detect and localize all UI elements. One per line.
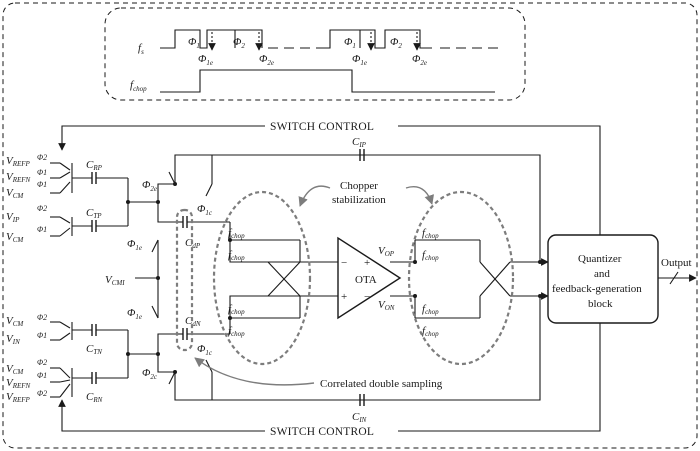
timing-diagram: fs Φ1 Φ2 Φ1 Φ2 Φ1e Φ2e Φ1e Φ2e fchop — [104, 7, 526, 101]
switch-control-top-line — [398, 125, 601, 235]
small-phase-label: Φ2 — [37, 153, 47, 162]
fchop-timing-label: fchop — [130, 79, 147, 93]
early-phase-label: Φ1e — [198, 53, 213, 67]
input-label-vrefn-bot: VREFN — [6, 377, 31, 390]
fs-label: fs — [138, 42, 144, 56]
early-phase-label: Φ1e — [352, 53, 367, 67]
input-label-vrefp-top: VREFP — [6, 155, 31, 168]
chop-label: fchop — [422, 227, 439, 240]
cds-dashed-outline — [175, 208, 194, 352]
small-phase-label: Φ1 — [37, 180, 47, 189]
phi1e-top-label: Φ1e — [127, 238, 142, 252]
top-input-labels: VREFP VREFN VCM VIP VCM — [6, 155, 31, 244]
small-phase-label: Φ2 — [37, 204, 47, 213]
phase-label: Φ1 — [188, 36, 200, 50]
cin-label: CIN — [352, 411, 367, 424]
input-label-vcm-top1: VCM — [6, 187, 24, 200]
correlated-double-sampling-label: Correlated double sampling — [320, 378, 443, 390]
ota-minus-sign-out: − — [364, 291, 370, 303]
output-bus-slash — [669, 271, 679, 285]
cdn-label: CdN — [185, 315, 201, 328]
cds-arrow — [194, 357, 315, 386]
input-switch-network-top: CRP CTP — [50, 159, 130, 237]
input-label-vcm-top2: VCM — [6, 231, 24, 244]
chopper-stabilization-label-2: stabilization — [332, 194, 386, 206]
vcmi-label: VCMI — [105, 274, 125, 287]
phase-label: Φ2 — [390, 36, 402, 50]
cdp-label: CdP — [185, 237, 201, 250]
fchop-waveform — [160, 69, 495, 93]
phase-label: Φ1 — [344, 36, 356, 50]
ctn-label: CTN — [86, 343, 102, 356]
input-chopper-dashed-outline — [212, 190, 312, 366]
output-label: Output — [661, 257, 692, 269]
fs-waveform — [160, 29, 263, 49]
chop-label: fchop — [422, 325, 439, 338]
chop-label: fchop — [228, 249, 245, 262]
phi2c-bot-label: Φ2c — [142, 367, 158, 381]
vop-label: VOP — [378, 245, 395, 258]
quantizer-line-4: block — [588, 298, 613, 310]
switch-control-bottom-line-left — [58, 399, 265, 432]
phi1c-top-label: Φ1c — [197, 203, 213, 217]
quantizer-line-2: and — [594, 268, 610, 280]
crp-label: CRP — [86, 159, 103, 172]
chop-label: fchop — [228, 303, 245, 316]
ota-minus-sign: − — [341, 257, 347, 269]
small-phase-label: Φ2 — [37, 389, 47, 398]
input-label-vin: VIN — [6, 333, 20, 346]
chop-label: fchop — [422, 249, 439, 262]
timing-dashed-box — [104, 7, 526, 101]
phi1e-bot-label: Φ1e — [127, 307, 142, 321]
input-label-vip: VIP — [6, 211, 20, 224]
switch-control-top-line-left — [58, 125, 265, 151]
ota-plus-sign: + — [341, 291, 347, 303]
chop-label: fchop — [228, 325, 245, 338]
ota-triangle — [337, 236, 402, 320]
input-chopper: fchop fchop fchop fchop — [228, 222, 338, 338]
output-chopper: fchop fchop fchop fchop — [390, 227, 542, 338]
chopper-arrow-left — [298, 185, 331, 207]
chop-label: fchop — [228, 227, 245, 240]
early-phase-label: Φ2e — [412, 53, 427, 67]
quantizer-line-3: feedback-generation — [552, 283, 642, 295]
switch-control-bottom-line — [398, 323, 601, 432]
output-chopper-dashed-outline — [407, 190, 515, 366]
small-phase-label: Φ1 — [37, 225, 47, 234]
input-label-vcm-bot2: VCM — [6, 363, 24, 376]
ctp-label: CTP — [86, 207, 102, 220]
small-phase-label: Φ2 — [37, 313, 47, 322]
input-label-vrefp-bot: VREFP — [6, 391, 31, 404]
input-switch-network-bottom: CTN CRN — [50, 321, 130, 404]
phi1c-bot-label: Φ1c — [197, 343, 213, 357]
small-phase-label: Φ2 — [37, 358, 47, 367]
switch-control-top-label: SWITCH CONTROL — [270, 121, 374, 133]
quantizer-line-1: Quantizer — [578, 253, 622, 265]
input-label-vcm-bot1: VCM — [6, 315, 24, 328]
phi2e-top-label: Φ2e — [142, 179, 157, 193]
fs-waveform-2 — [322, 29, 432, 49]
small-phase-label: Φ1 — [37, 371, 47, 380]
ota-label: OTA — [355, 274, 377, 286]
cip-label: CIP — [352, 136, 367, 149]
quantizer-block — [547, 234, 659, 324]
small-phase-label: Φ1 — [37, 168, 47, 177]
ota-plus-sign-out: + — [364, 257, 370, 269]
phase-label: Φ2 — [233, 36, 245, 50]
chop-label: fchop — [422, 303, 439, 316]
chopper-stabilization-label: Chopper — [340, 180, 378, 192]
bottom-input-labels: VCM VIN VCM VREFN VREFP — [6, 315, 31, 404]
input-switch-phase-labels: Φ2 Φ1 Φ1 Φ2 Φ1 Φ2 Φ1 Φ2 Φ1 Φ2 — [37, 153, 47, 398]
crn-label: CRN — [86, 391, 103, 404]
input-label-vrefn-top: VREFN — [6, 171, 31, 184]
switch-control-bottom-label: SWITCH CONTROL — [270, 426, 374, 438]
von-label: VON — [378, 299, 395, 312]
chopper-arrow-right — [405, 186, 434, 205]
small-phase-label: Φ1 — [37, 331, 47, 340]
early-phase-label: Φ2e — [259, 53, 274, 67]
